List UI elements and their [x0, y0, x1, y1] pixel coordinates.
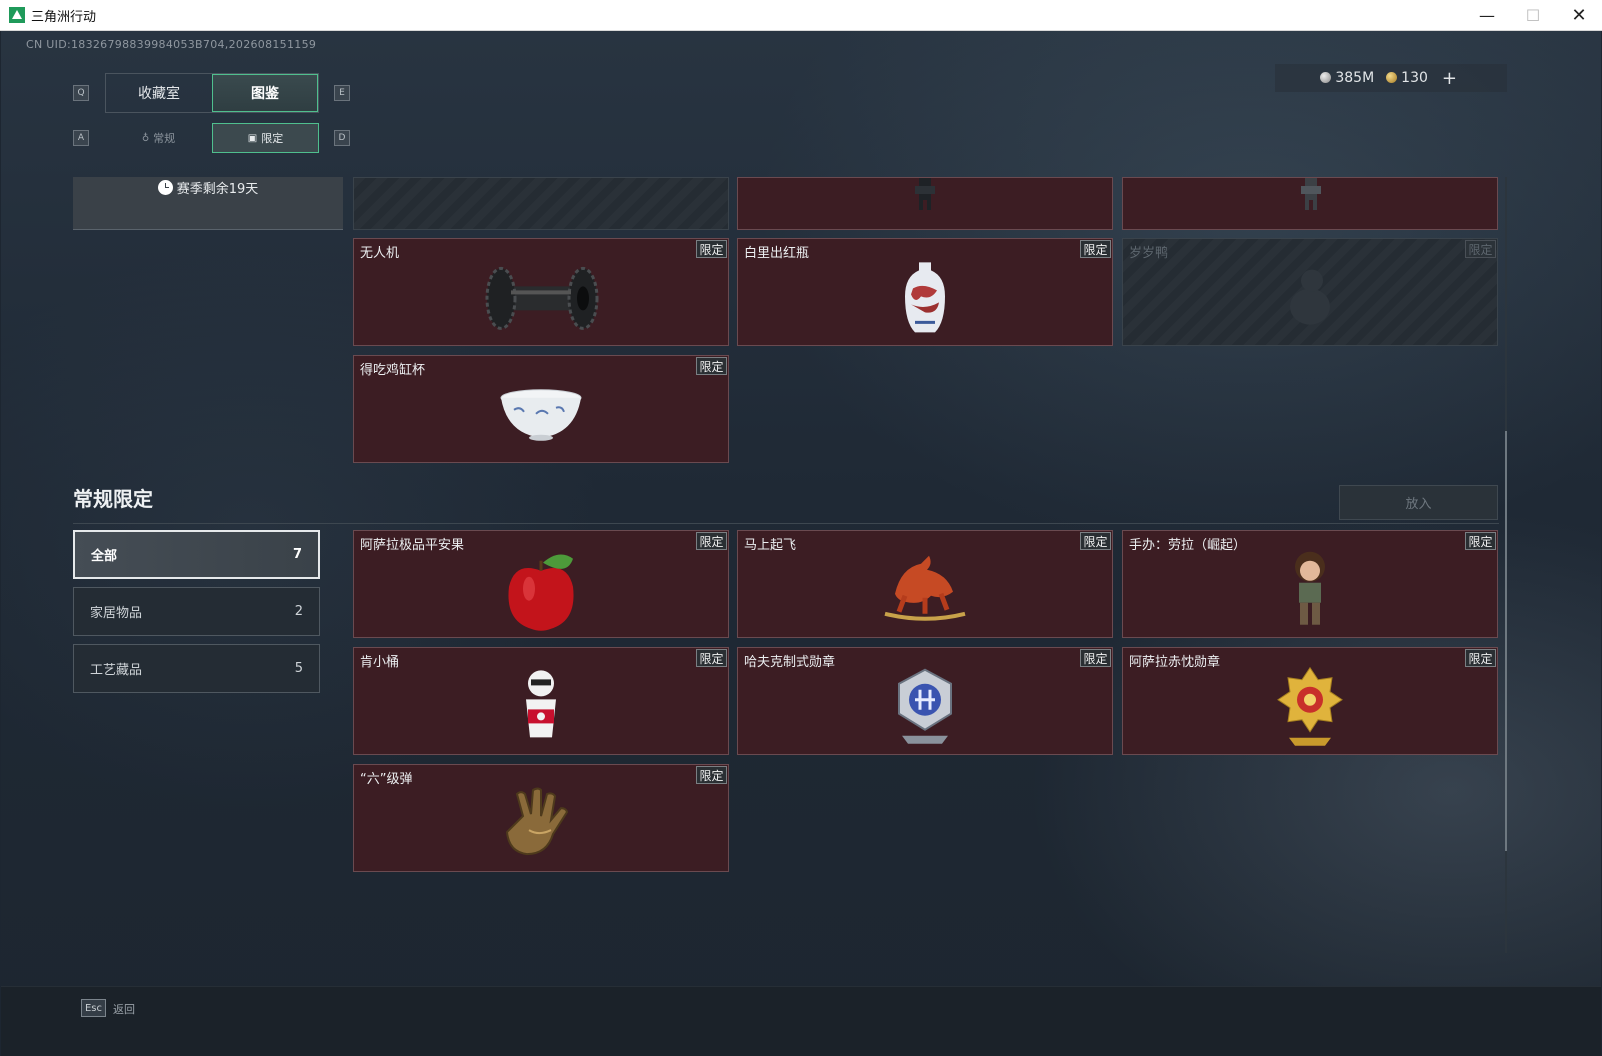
collection-card-partial[interactable]: [1122, 177, 1498, 230]
card-name: 肯小桶: [360, 655, 400, 670]
key-hint-d: D: [334, 130, 350, 146]
image-icon: ▣: [247, 132, 258, 144]
app-logo-icon: [9, 7, 25, 23]
maximize-icon[interactable]: ☐: [1525, 6, 1541, 25]
collection-card[interactable]: 哈夫克制式勋章 限定: [737, 647, 1113, 755]
tab-collection-room[interactable]: 收藏室: [137, 86, 180, 102]
clock-icon: [157, 179, 173, 195]
filter-label: 家居物品: [90, 606, 143, 621]
bowl-icon: [500, 389, 582, 441]
limited-badge: 限定: [1465, 649, 1496, 667]
window-titlebar: 三角洲行动 — ☐ ✕: [0, 0, 1602, 31]
season-remaining: 赛季剩余19天: [176, 181, 259, 197]
card-name: 得吃鸡缸杯: [360, 363, 426, 378]
collection-card[interactable]: 白里出红瓶 限定: [737, 238, 1113, 346]
limited-badge: 限定: [1080, 649, 1111, 667]
limited-badge: 限定: [1080, 532, 1111, 550]
card-name: 阿萨拉极品平安果: [360, 538, 465, 553]
soldier-icon: [915, 178, 935, 210]
section-divider: [73, 523, 1499, 524]
collection-card-partial[interactable]: [737, 177, 1113, 230]
main-tabs: 收藏室 图鉴: [105, 73, 319, 113]
put-in-button[interactable]: 放入: [1339, 485, 1498, 520]
collection-card[interactable]: 手办：劳拉（崛起） 限定: [1122, 530, 1498, 638]
key-hint-q: Q: [73, 85, 89, 101]
medal-silver-icon: [898, 668, 952, 744]
figure-icon: [1295, 551, 1325, 625]
filter-count: 2: [294, 604, 303, 619]
card-name: 马上起飞: [744, 538, 797, 553]
card-name: “六”级弹: [360, 772, 413, 787]
window-title: 三角洲行动: [31, 9, 97, 25]
back-button-label[interactable]: 返回: [113, 1003, 135, 1016]
collection-card-partial[interactable]: [353, 177, 729, 230]
close-icon[interactable]: ✕: [1571, 5, 1587, 26]
collection-card[interactable]: “六”级弹 限定: [353, 764, 729, 872]
filter-all[interactable]: 全部 7: [73, 530, 320, 579]
collection-card[interactable]: 岁岁鸭 限定: [1122, 238, 1498, 346]
limited-badge: 限定: [1465, 532, 1496, 550]
hand-icon: [505, 787, 569, 856]
subtab-regular[interactable]: ♁ 常规: [105, 123, 212, 153]
card-name: 无人机: [360, 246, 400, 261]
limited-badge: 限定: [696, 766, 727, 784]
filter-home-items[interactable]: 家居物品 2: [73, 587, 320, 636]
limited-badge: 限定: [696, 357, 727, 375]
subtab-regular-label: 常规: [153, 132, 176, 145]
soldier-icon: [1301, 178, 1321, 210]
bottom-bar: [1, 986, 1601, 1056]
limited-badge: 限定: [1080, 240, 1111, 258]
silver-coin-icon: [1320, 72, 1332, 83]
card-name: 哈夫克制式勋章: [744, 655, 836, 670]
card-name: 白里出红瓶: [744, 246, 810, 261]
gold-currency: 130: [1386, 70, 1428, 86]
drone-icon: [485, 266, 599, 330]
season-timer-panel: 赛季剩余19天: [73, 177, 343, 230]
collection-card[interactable]: 阿萨拉极品平安果 限定: [353, 530, 729, 638]
duck-icon: [1290, 269, 1330, 325]
collection-card[interactable]: 得吃鸡缸杯 限定: [353, 355, 729, 463]
add-currency-icon[interactable]: +: [1441, 67, 1457, 89]
scrollbar-thumb[interactable]: [1505, 431, 1507, 851]
section-title: 常规限定: [73, 487, 153, 511]
filter-label: 工艺藏品: [90, 663, 143, 678]
subtab-limited-label: 限定: [261, 132, 284, 145]
esc-key-hint[interactable]: Esc: [81, 999, 106, 1017]
card-name: 手办：劳拉（崛起）: [1129, 538, 1247, 553]
gold-coin-icon: [1386, 72, 1398, 83]
filter-count: 5: [294, 661, 303, 676]
card-name: 岁岁鸭: [1129, 246, 1169, 261]
medal-gold-icon: [1277, 666, 1343, 746]
currency-bar: 385M 130 +: [1275, 64, 1507, 92]
apple-icon: [508, 554, 574, 631]
minimize-icon[interactable]: —: [1479, 6, 1495, 25]
collection-card[interactable]: 肯小桶 限定: [353, 647, 729, 755]
vase-icon: [905, 262, 945, 333]
silver-currency: 385M: [1320, 70, 1374, 86]
game-screen: CN UID:18326798839984053B704,20260815115…: [1, 31, 1601, 1056]
bottle-icon: ♁: [141, 132, 150, 144]
tab-gallery[interactable]: 图鉴: [211, 74, 318, 112]
limited-badge: 限定: [696, 649, 727, 667]
limited-badge: 限定: [696, 240, 727, 258]
subtab-limited[interactable]: ▣ 限定: [212, 123, 319, 153]
collection-card[interactable]: 无人机 限定: [353, 238, 729, 346]
key-hint-a: A: [73, 130, 89, 146]
filter-label: 全部: [91, 549, 118, 564]
filter-count: 7: [292, 547, 302, 562]
collection-card[interactable]: 阿萨拉赤忱勋章 限定: [1122, 647, 1498, 755]
horse-icon: [884, 555, 966, 621]
key-hint-e: E: [334, 85, 350, 101]
filter-craft-items[interactable]: 工艺藏品 5: [73, 644, 320, 693]
limited-badge: 限定: [1465, 240, 1496, 258]
bucket-figure-icon: [526, 670, 556, 738]
player-uid: CN UID:18326798839984053B704,20260815115…: [26, 38, 317, 51]
sub-tabs: ♁ 常规 ▣ 限定: [105, 123, 319, 153]
collection-card[interactable]: 马上起飞 限定: [737, 530, 1113, 638]
card-name: 阿萨拉赤忱勋章: [1129, 655, 1221, 670]
limited-badge: 限定: [696, 532, 727, 550]
